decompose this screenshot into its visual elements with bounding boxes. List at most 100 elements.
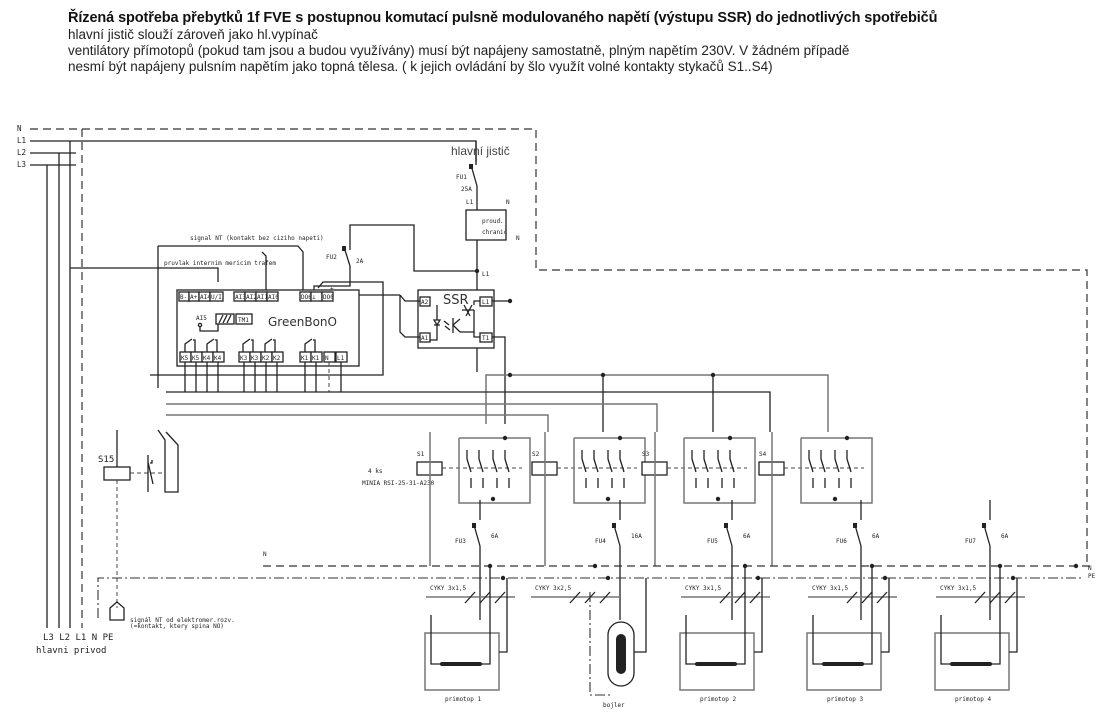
fu2-rating: 2A	[356, 258, 364, 265]
ssr-triac-icon	[460, 300, 480, 333]
s15-label: S15	[98, 455, 114, 465]
contactor-pole	[834, 450, 840, 488]
breaker-trip-marker	[724, 523, 728, 528]
rcd-label-1: proud.	[482, 218, 504, 225]
breaker-id: FU4	[595, 538, 606, 545]
dist-junction-1	[507, 372, 513, 378]
nt-signal-terminal-icon	[109, 601, 125, 621]
contactor-pole	[607, 450, 613, 488]
cable-tick	[846, 591, 858, 604]
k1-control-wire	[166, 391, 771, 432]
breaker-rating: 6A	[743, 533, 751, 540]
rcd-l1-out: L1	[482, 271, 490, 278]
contactor-junction	[727, 435, 733, 441]
ssr-l1-junction	[507, 298, 513, 304]
cable-label: CYKY 3x1,5	[940, 585, 977, 592]
tm1-label: TM1	[238, 317, 249, 324]
breaker-contact	[983, 524, 991, 547]
ai5-label: AI5	[196, 315, 207, 322]
main-breaker-label: hlavní jistič	[451, 144, 510, 158]
cable-label: CYKY 3x2,5	[535, 585, 572, 592]
relay-s15[interactable]: S15 signál NT od elektromer.rozv. (=kont…	[98, 429, 235, 630]
cable-tick	[719, 591, 731, 604]
load-name: primotop 1	[445, 696, 482, 703]
contactor-pole	[691, 450, 697, 488]
contactor-junction	[502, 435, 508, 441]
breaker-contact	[473, 524, 481, 547]
tm1-box	[235, 313, 253, 325]
contactor-junction	[844, 435, 850, 441]
bus-label-l3: L3	[17, 160, 26, 169]
ssr-solid-state-relay[interactable]: SSR A2 A1 L1 T1	[359, 289, 513, 424]
fu2-control-breaker[interactable]: FU2 2A	[313, 224, 477, 300]
heater-circuit	[812, 566, 873, 665]
heater-circuit	[430, 566, 491, 665]
loads: CYKY 3x1,5 primotop 1 CYKY 3x2,5 bojler CYKY…	[424, 563, 1025, 709]
breaker-contact	[854, 524, 862, 547]
heater-housing	[679, 632, 755, 691]
breaker-trip-marker	[472, 523, 476, 528]
bottom-pin-label: K3	[240, 355, 248, 362]
nt-meter-label-2: (=kontakt, ktery spina NO)	[130, 623, 224, 630]
contactors-qty: 4 ks	[368, 468, 383, 475]
top-pin-label: B-	[180, 294, 187, 301]
bottom-pin-label: K4	[214, 355, 222, 362]
contactors-model: MINIA RSI-25-31-A230	[362, 480, 435, 487]
ct-lead	[70, 267, 219, 282]
main-breaker-fu1[interactable]: hlavní jistič FU1 25A L1 N	[451, 141, 510, 210]
boiler-heater	[616, 634, 626, 674]
relay-contact-icon	[264, 338, 276, 352]
ssr-led-icon	[430, 305, 442, 341]
description-header: Řízená spotřeba přebytků 1f FVE s postup…	[68, 10, 937, 75]
n-rail-end-junction	[1073, 563, 1079, 569]
cable-label: CYKY 3x1,5	[812, 585, 849, 592]
contactor-pole	[593, 450, 599, 488]
cable-tick	[749, 591, 761, 604]
greenbono-name: GreenBonO	[268, 315, 337, 329]
load-name: bojler	[603, 702, 625, 709]
greenbono-relay-contacts	[184, 338, 316, 352]
contactor-pole	[492, 450, 498, 488]
contactor-pole	[729, 450, 735, 488]
heater-pe-lead	[881, 578, 890, 653]
contactor-label: S2	[532, 451, 540, 458]
ssr-name: SSR	[443, 293, 469, 308]
cable-tick	[494, 591, 506, 604]
s15-contact-1	[147, 455, 154, 492]
load-name: primotop 2	[700, 696, 737, 703]
bus-label-l1: L1	[17, 136, 26, 145]
fu1-rating: 25A	[461, 186, 472, 193]
heater-housing	[934, 632, 1010, 691]
breaker-rating: 6A	[491, 533, 499, 540]
cable-tick	[569, 591, 581, 604]
pe-rail-junction	[605, 575, 611, 581]
breaker-rating: 6A	[872, 533, 880, 540]
contactor-pole	[478, 450, 484, 488]
ssr-control-wires	[399, 294, 420, 338]
n-rail-label: N	[1088, 565, 1092, 572]
fu1-id: FU1	[456, 174, 467, 181]
ct-wire	[261, 251, 267, 300]
heater-circuit	[685, 566, 746, 665]
boiler-pe-lead	[634, 578, 647, 653]
bus-label-n: N	[17, 124, 22, 133]
breaker-trip-marker	[612, 523, 616, 528]
nt-meter-label-1: signál NT od elektromer.rozv.	[130, 617, 235, 624]
top-pin-label: AI3	[235, 294, 246, 301]
contactor-pole	[504, 450, 510, 488]
note-line-1: hlavní jistič slouží zároveň jako hl.vyp…	[68, 27, 318, 42]
ssr-a2-label: A2	[421, 299, 429, 306]
heater-housing	[806, 632, 882, 691]
heater-pe-lead	[754, 578, 763, 653]
n-rail-label-left: N	[263, 551, 267, 558]
cable-label: CYKY 3x1,5	[685, 585, 722, 592]
pe-rail-junction	[755, 575, 761, 581]
ssr-t1-lead	[473, 332, 480, 338]
relay-contact-icon	[206, 338, 218, 352]
top-pin-label: AI2	[246, 294, 257, 301]
heater-circuit	[940, 566, 1001, 665]
pe-rail-junction	[1010, 575, 1016, 581]
fu2-feed	[349, 224, 477, 272]
k2-control-wire	[166, 403, 658, 432]
